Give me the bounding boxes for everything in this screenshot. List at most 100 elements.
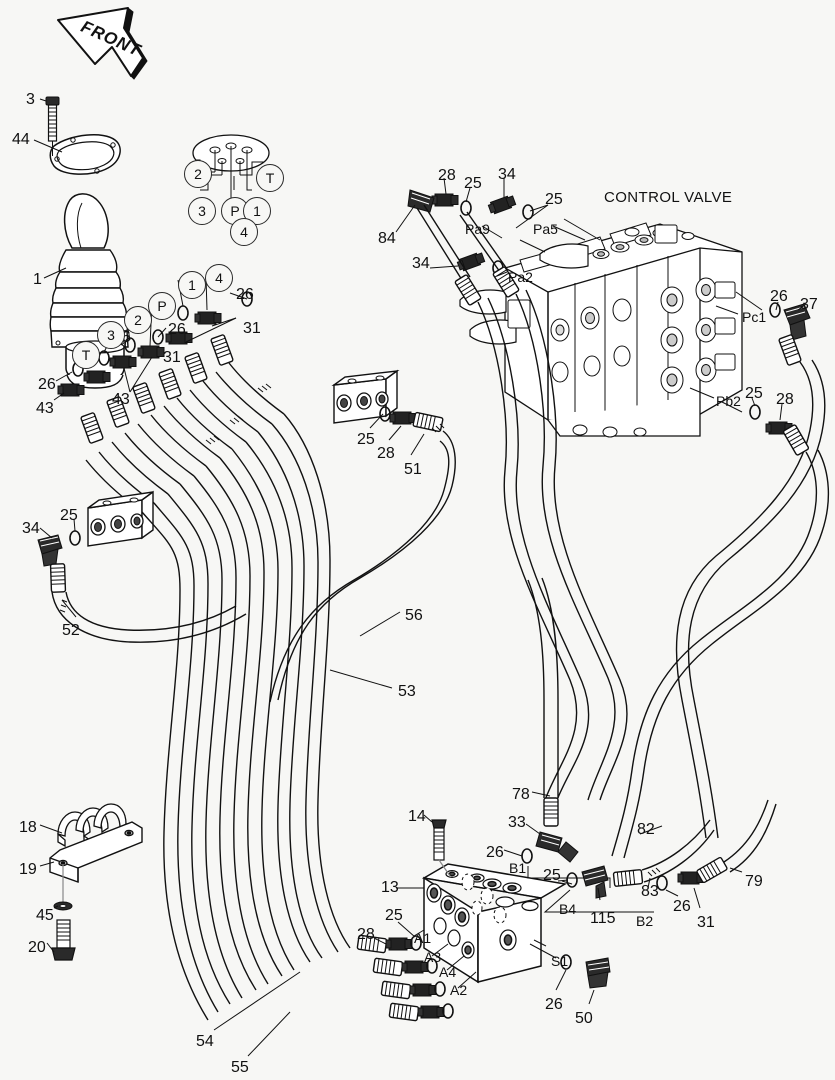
callout-52: 52: [62, 622, 80, 639]
callout-19: 19: [19, 861, 37, 878]
callout-54: 54: [196, 1033, 214, 1050]
callout-26: 26: [38, 376, 56, 393]
port-label-pa5: Pa5: [533, 221, 558, 237]
right-hoses: [611, 333, 830, 859]
callout-53: 53: [398, 683, 416, 700]
callout-13: 13: [381, 879, 399, 896]
circled-ref-2: 2: [124, 306, 152, 334]
hose-78: [527, 577, 559, 827]
callout-25: 25: [543, 867, 561, 884]
callout-56: 56: [405, 607, 423, 624]
circled-ref-label: 3: [107, 327, 115, 343]
callout-26: 26: [486, 844, 504, 861]
callout-18: 18: [19, 819, 37, 836]
callout-28: 28: [377, 445, 395, 462]
circled-ref-label: P: [230, 203, 240, 219]
circled-ref-label: 1: [188, 277, 196, 293]
circled-ref-label: 2: [134, 312, 142, 328]
callout-31: 31: [163, 349, 181, 366]
circled-ref-label: P: [157, 298, 167, 314]
callout-78: 78: [512, 786, 530, 803]
callout-37: 37: [800, 296, 818, 313]
long-hose-runs: [141, 413, 351, 1021]
port-label-pb2: Pb2: [716, 393, 741, 409]
circled-ref-1: 1: [243, 197, 271, 225]
callout-25: 25: [545, 191, 563, 208]
hose-79: [695, 799, 777, 884]
plug-50: [585, 957, 611, 989]
port-label-pc1: Pc1: [742, 309, 767, 325]
tee-fitting-37: [783, 303, 811, 341]
callout-83: 83: [641, 883, 659, 900]
port-label-a4: A4: [439, 964, 457, 980]
hose-51: [269, 411, 456, 703]
callout-33: 33: [508, 814, 526, 831]
bolt-14: [431, 819, 451, 877]
callout-34: 34: [498, 166, 516, 183]
callout-26: 26: [770, 288, 788, 305]
joystick-hose-bundle: [79, 333, 285, 513]
circled-ref-3: 3: [97, 321, 125, 349]
circled-ref-label: 3: [198, 203, 206, 219]
hose-83: [612, 819, 715, 888]
circled-ref-P: P: [148, 292, 176, 320]
callout-25: 25: [745, 385, 763, 402]
callout-115: 115: [590, 910, 616, 927]
port-label-b1: B1: [509, 860, 527, 876]
port-label-pa2: Pa2: [508, 269, 533, 285]
callout-20: 20: [28, 939, 46, 956]
callout-25: 25: [464, 175, 482, 192]
circled-ref-2: 2: [184, 160, 212, 188]
circled-ref-T: T: [256, 164, 284, 192]
callout-84: 84: [378, 230, 396, 247]
callout-50: 50: [575, 1010, 593, 1027]
callout-28: 28: [438, 167, 456, 184]
bolt-20: [51, 919, 76, 961]
callout-43: 43: [112, 391, 130, 408]
port-label-a3: A3: [424, 949, 442, 965]
callout-45: 45: [36, 907, 54, 924]
callout-1: 1: [33, 271, 42, 288]
callout-34: 34: [412, 255, 430, 272]
callout-34: 34: [22, 520, 40, 537]
control-valve-body: [459, 222, 743, 438]
callout-82: 82: [637, 821, 655, 838]
callout-31: 31: [243, 320, 261, 337]
bottom-manifold-13: [421, 863, 568, 984]
circled-ref-1: 1: [178, 271, 206, 299]
callout-28: 28: [357, 926, 375, 943]
callout-26: 26: [168, 321, 186, 338]
tee-fitting-115: [581, 865, 609, 899]
callout-26: 26: [236, 286, 254, 303]
port-plate-diagram: [192, 134, 270, 206]
callout-3: 3: [26, 91, 35, 108]
callout-44: 44: [12, 131, 30, 148]
circled-ref-label: 1: [253, 203, 261, 219]
hose-52: [49, 563, 247, 643]
callout-14: 14: [408, 808, 426, 825]
circled-ref-4: 4: [230, 218, 258, 246]
gasket-44-part: [49, 134, 121, 175]
washer-45: [53, 901, 73, 911]
circled-ref-3: 3: [188, 197, 216, 225]
callout-31: 31: [697, 914, 715, 931]
hose-clamp-18: [57, 803, 127, 848]
circled-ref-label: 4: [240, 224, 248, 240]
control-valve-title: CONTROL VALVE: [604, 189, 733, 206]
hoses-84: [416, 204, 628, 801]
circled-ref-label: T: [81, 347, 91, 363]
circled-ref-label: 2: [194, 166, 202, 182]
callout-43: 43: [36, 400, 54, 417]
port-label-b2: B2: [636, 913, 654, 929]
circled-ref-T: T: [72, 341, 100, 369]
elbow-34-left: [37, 534, 63, 567]
callout-25: 25: [60, 507, 78, 524]
callout-26: 26: [545, 996, 563, 1013]
callout-26: 26: [673, 898, 691, 915]
port-label-pa9: Pa9: [465, 221, 490, 237]
bolt-3-part: [45, 96, 60, 142]
circled-ref-label: T: [265, 170, 275, 186]
callout-79: 79: [745, 873, 763, 890]
